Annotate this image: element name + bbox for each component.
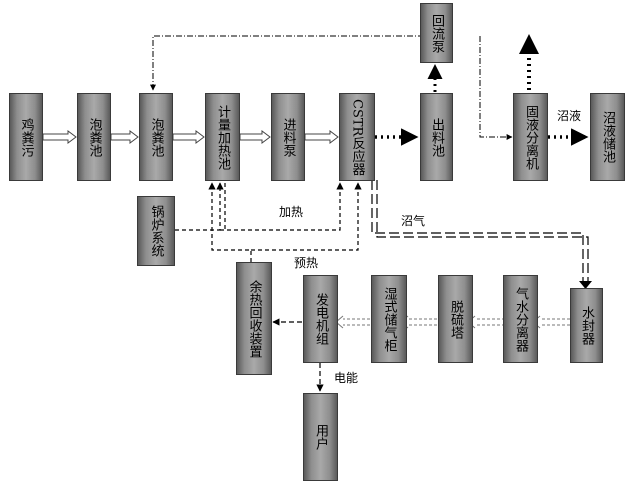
biogas-arrow-head [579, 281, 592, 289]
metering-heating-pool: 计量加热池 [205, 93, 240, 181]
preheat-to-metering-line [208, 182, 252, 262]
boiler-system: 锅炉系统 [137, 196, 175, 266]
preheat-to-reactor-line [251, 182, 362, 251]
preheating-label: 预热 [293, 254, 320, 271]
boiler-heating-to-reactor-line [220, 182, 344, 231]
feed-to-separator-line [479, 36, 513, 140]
boiler-heating-to-metering-line [175, 182, 224, 231]
generator-set: 发电机组 [303, 275, 338, 363]
solid-liquid-separator: 固液分离机 [513, 93, 548, 181]
return-line-to-soak-pool [150, 35, 435, 91]
gas-treatment-flow [343, 318, 570, 326]
feed-flow-arrows [42, 130, 339, 144]
user: 用户 [303, 393, 338, 481]
waste-heat-recovery: 余热回收装置 [236, 262, 272, 375]
water-seal: 水封器 [570, 288, 603, 363]
electricity-label: 电能 [333, 369, 360, 386]
slurry-label: 沼液 [556, 107, 583, 124]
heating-label: 加热 [278, 203, 305, 220]
biogas-label: 沼气 [400, 212, 427, 229]
return-pump: 回流泵 [420, 3, 453, 63]
biogas-line [371, 180, 589, 283]
discharge-pool: 出料池 [420, 93, 453, 181]
cstr-reactor: CSTR反应器 [339, 93, 375, 181]
soak-pool-2: 泡粪池 [139, 93, 173, 181]
gas-water-separator: 气水分离器 [503, 275, 538, 363]
wet-gas-holder: 湿式储气柜 [371, 275, 407, 363]
biogas-slurry-storage: 沼液储池 [590, 93, 625, 181]
feed-pump: 进料泵 [271, 93, 305, 181]
soak-pool-1: 泡粪池 [77, 93, 111, 181]
desulfurization-tower: 脱硫塔 [438, 275, 473, 363]
chicken-manure-source: 鸡粪污 [9, 93, 43, 181]
